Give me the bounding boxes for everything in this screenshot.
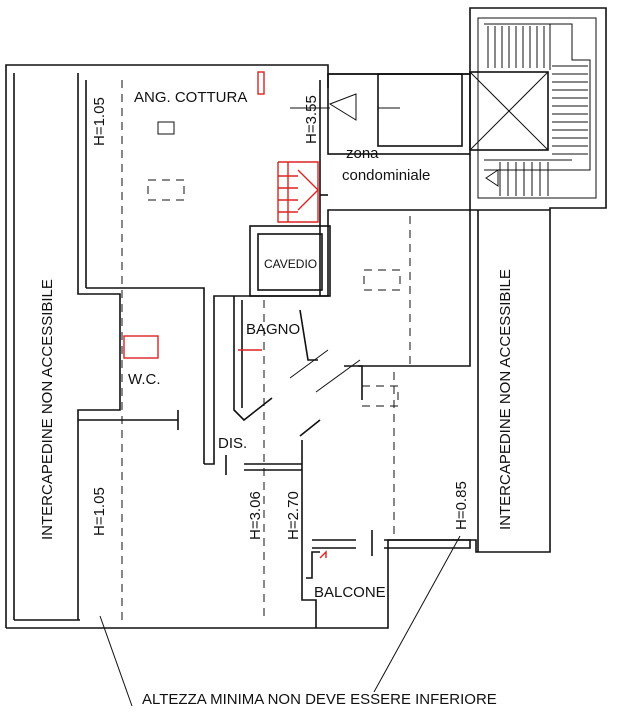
- dashed-lines: [121, 80, 411, 620]
- intercapedine-left-label: INTERCAPEDINE NON ACCESSIBILE: [39, 279, 56, 540]
- intercapedine-right-label: INTERCAPEDINE NON ACCESSIBILE: [497, 269, 514, 530]
- height-mid-a: H=3.06: [247, 491, 264, 540]
- room-label-wc: W.C.: [128, 371, 161, 388]
- room-label-cucina: ANG. COTTURA: [134, 89, 247, 106]
- height-top-mid: H=3.55: [303, 95, 320, 144]
- fixture-box: [157, 121, 175, 135]
- height-bottom-left: H=1.05: [91, 487, 108, 536]
- height-right: H=0.85: [453, 481, 470, 530]
- room-label-cavedio: CAVEDIO: [264, 257, 317, 271]
- zona-label-1: zona: [346, 145, 379, 162]
- interior-walls: [177, 225, 471, 628]
- height-mid-b: H=2.70: [285, 491, 302, 540]
- stair-treads: [487, 26, 588, 196]
- zona-label-2: condominiale: [342, 167, 430, 184]
- room-label-balcone: BALCONE: [314, 584, 386, 601]
- red-marks: [123, 71, 327, 559]
- leader-lines: [99, 535, 461, 707]
- stair-block: [290, 17, 597, 199]
- height-top-left: H=1.05: [91, 97, 108, 146]
- note-text: ALTEZZA MINIMA NON DEVE ESSERE INFERIORE: [142, 691, 497, 708]
- room-label-dis: DIS.: [218, 435, 247, 452]
- room-label-bagno: BAGNO: [246, 321, 300, 338]
